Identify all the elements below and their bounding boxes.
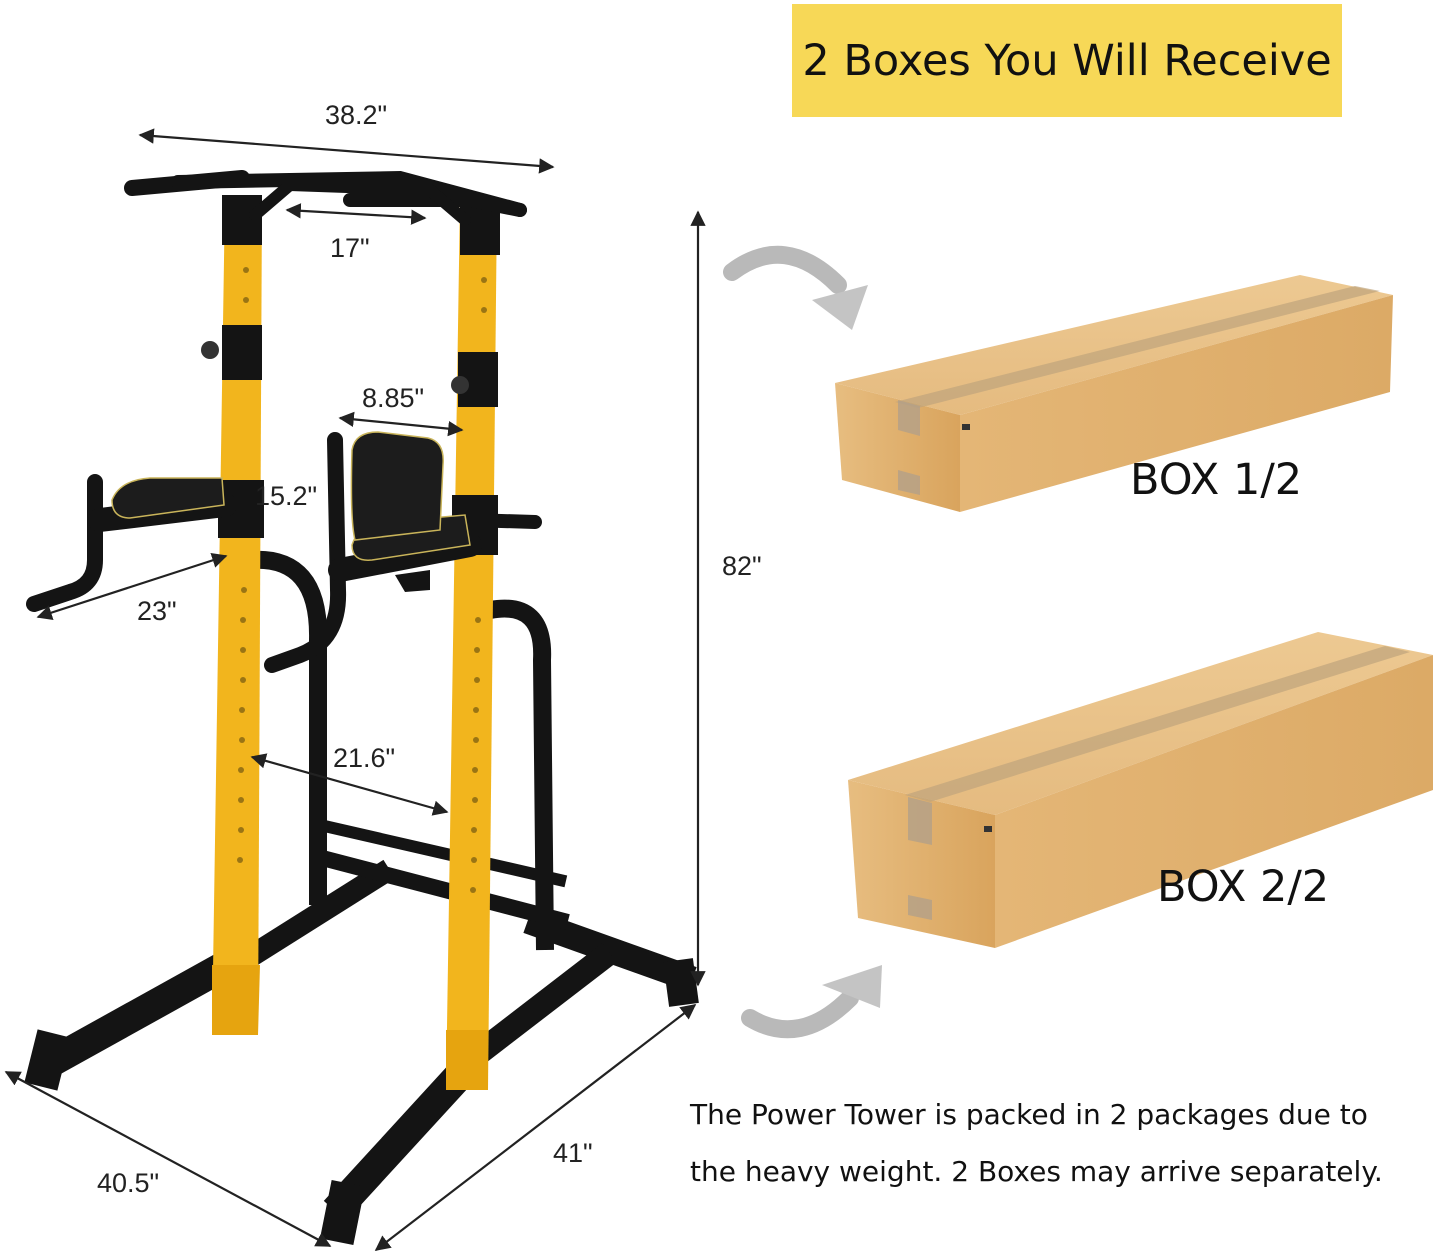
banner-title: 2 Boxes You Will Receive	[792, 4, 1342, 117]
box-1-illustration	[835, 275, 1393, 512]
yellow-uprights	[212, 195, 500, 1090]
pullup-bar	[124, 170, 527, 226]
curved-arrow-bottom	[741, 965, 882, 1039]
box-2-label: BOX 2/2	[1157, 862, 1330, 912]
curved-arrow-top	[723, 245, 868, 330]
shipping-note-line-1: The Power Tower is packed in 2 packages …	[690, 1098, 1368, 1131]
shipping-note: The Power Tower is packed in 2 packages …	[690, 1086, 1430, 1200]
box-2-illustration	[848, 632, 1433, 948]
dim-backrest-height: 15.2"	[255, 481, 317, 511]
dim-grip-width: 17"	[330, 233, 370, 263]
bolt-holes	[237, 267, 487, 893]
shipping-note-line-2: the heavy weight. 2 Boxes may arrive sep…	[690, 1155, 1383, 1188]
dimension-lines	[4, 128, 706, 1251]
dim-base-depth: 41"	[553, 1138, 593, 1168]
box-1-label: BOX 1/2	[1130, 455, 1303, 505]
back-rest	[350, 431, 444, 541]
dimension-labels: 38.2" 17" 8.85" 15.2" 23" 21.6" 82" 40.5…	[97, 100, 762, 1198]
dim-height: 82"	[722, 551, 762, 581]
dim-inner-width: 21.6"	[333, 743, 395, 773]
left-arm-pad	[111, 477, 225, 519]
dim-top-width: 38.2"	[325, 100, 387, 130]
dim-base-width: 40.5"	[97, 1168, 159, 1198]
dim-backrest-width: 8.85"	[362, 383, 424, 413]
rear-uprights	[249, 550, 554, 951]
adjustment-pins	[201, 341, 469, 394]
dim-arm-length: 23"	[137, 596, 177, 626]
power-tower-illustration	[24, 170, 699, 1246]
